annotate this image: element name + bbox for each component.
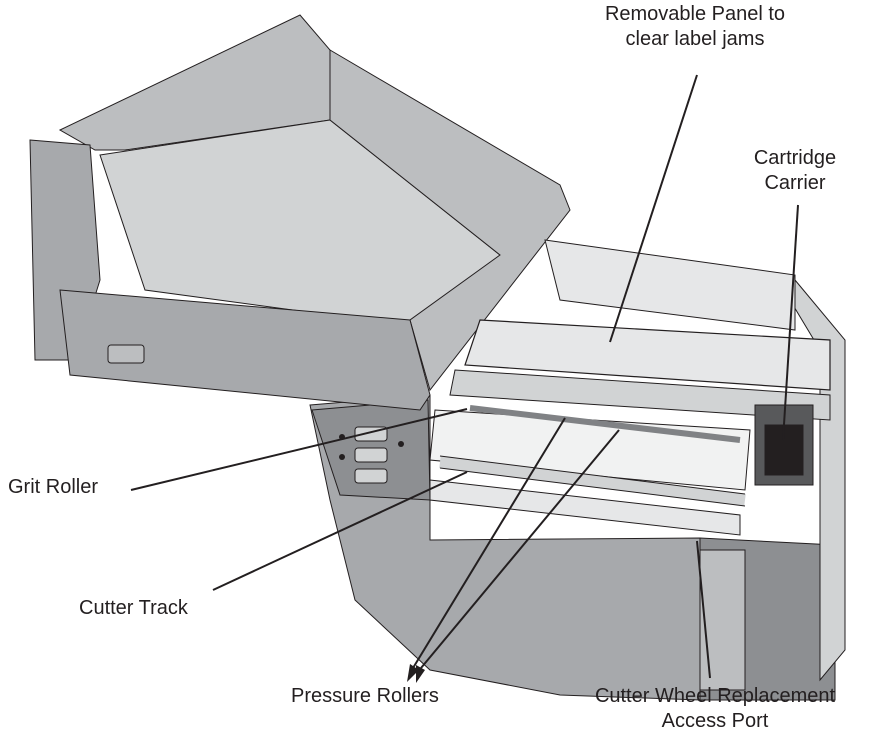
cartridge-carrier-label: Cartridge Carrier <box>740 146 850 196</box>
cutter-track-edge-lower <box>439 467 746 507</box>
cutter-wheel-port-label: Cutter Wheel Replacement Access Port <box>560 684 870 734</box>
arrowhead-pressure-2 <box>416 665 425 683</box>
cutter-track-bar <box>439 456 746 506</box>
removable-panel-label: Removable Panel to clear label jams <box>560 2 830 52</box>
mechanism-back-frame <box>544 239 796 331</box>
cutter-wheel-port-label-line1: Cutter Wheel Replacement <box>594 685 836 707</box>
removable-panel-label-line1: Removable Panel to <box>604 3 786 25</box>
grit-roller-label: Grit Roller <box>8 476 99 498</box>
leader-pressure-roller-1 <box>412 417 566 669</box>
tray-right-wall <box>329 49 571 392</box>
leader-cutter-track <box>212 471 468 591</box>
leader-cartridge-carrier <box>782 204 799 441</box>
mechanism <box>429 239 831 536</box>
output-tray <box>29 14 571 411</box>
tray-front-lip <box>59 289 431 411</box>
removable-panel-label-line2: clear label jams <box>625 28 765 50</box>
panel-led-2 <box>339 454 345 460</box>
pressure-rollers-label: Pressure Rollers <box>291 685 439 707</box>
panel-button-3 <box>354 468 388 484</box>
leader-removable-panel <box>609 74 698 343</box>
cutter-track-edge <box>439 455 746 495</box>
leader-arrowheads <box>407 664 425 683</box>
panel-button-2 <box>354 447 388 463</box>
cutter-wheel-port-label-line2: Access Port <box>661 710 769 732</box>
cartridge-carrier-label-line2: Carrier <box>764 172 826 194</box>
leader-pressure-roller-2 <box>420 429 620 669</box>
grit-roller-shaft <box>469 405 741 443</box>
leader-lines <box>130 74 799 679</box>
cutter-track-label: Cutter Track <box>79 597 188 619</box>
tray-slot <box>107 344 145 364</box>
carriage-rail <box>449 369 831 421</box>
cartridge-carrier-label-line1: Cartridge <box>753 147 837 169</box>
panel-led-3 <box>398 441 404 447</box>
lower-guide-plate <box>429 479 741 536</box>
leader-grit-roller <box>130 408 468 491</box>
removable-panel <box>464 319 831 391</box>
access-port-door <box>699 549 746 691</box>
leader-cutter-wheel-port <box>696 540 711 679</box>
